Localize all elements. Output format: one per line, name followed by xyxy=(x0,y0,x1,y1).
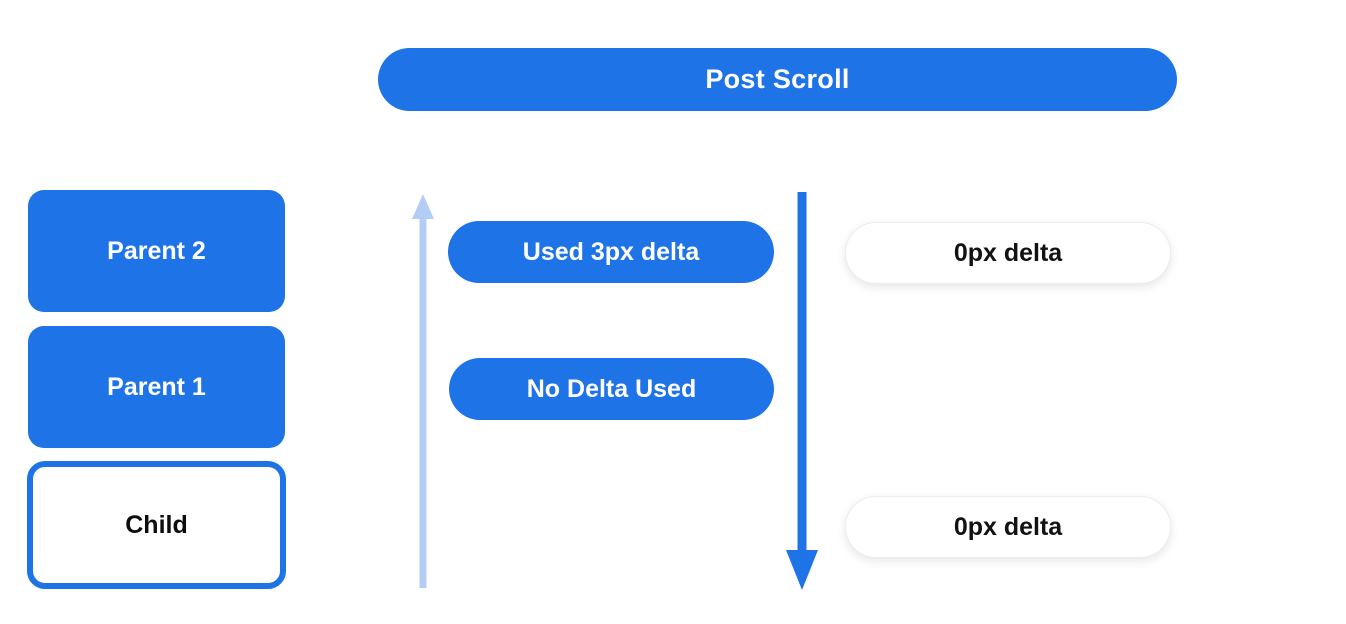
node-parent-2-label: Parent 2 xyxy=(107,236,206,265)
no-delta-label: No Delta Used xyxy=(526,374,697,403)
node-parent-1-label: Parent 1 xyxy=(107,372,206,401)
scroll-down-arrow-icon xyxy=(786,192,818,590)
zero-delta-bottom-label: 0px delta xyxy=(953,512,1063,541)
post-scroll-header: Post Scroll xyxy=(378,48,1177,111)
no-delta-pill: No Delta Used xyxy=(449,358,774,420)
node-parent-2: Parent 2 xyxy=(28,190,285,312)
zero-delta-pill-bottom: 0px delta xyxy=(845,496,1171,558)
zero-delta-top-label: 0px delta xyxy=(953,238,1063,267)
node-child-label: Child xyxy=(125,510,188,539)
node-parent-1: Parent 1 xyxy=(28,326,285,448)
node-child: Child xyxy=(27,461,286,589)
scroll-up-arrow-icon xyxy=(412,194,434,588)
post-scroll-label: Post Scroll xyxy=(705,64,850,94)
used-delta-pill: Used 3px delta xyxy=(448,221,774,283)
zero-delta-pill-top: 0px delta xyxy=(845,222,1171,284)
used-delta-label: Used 3px delta xyxy=(522,237,700,266)
